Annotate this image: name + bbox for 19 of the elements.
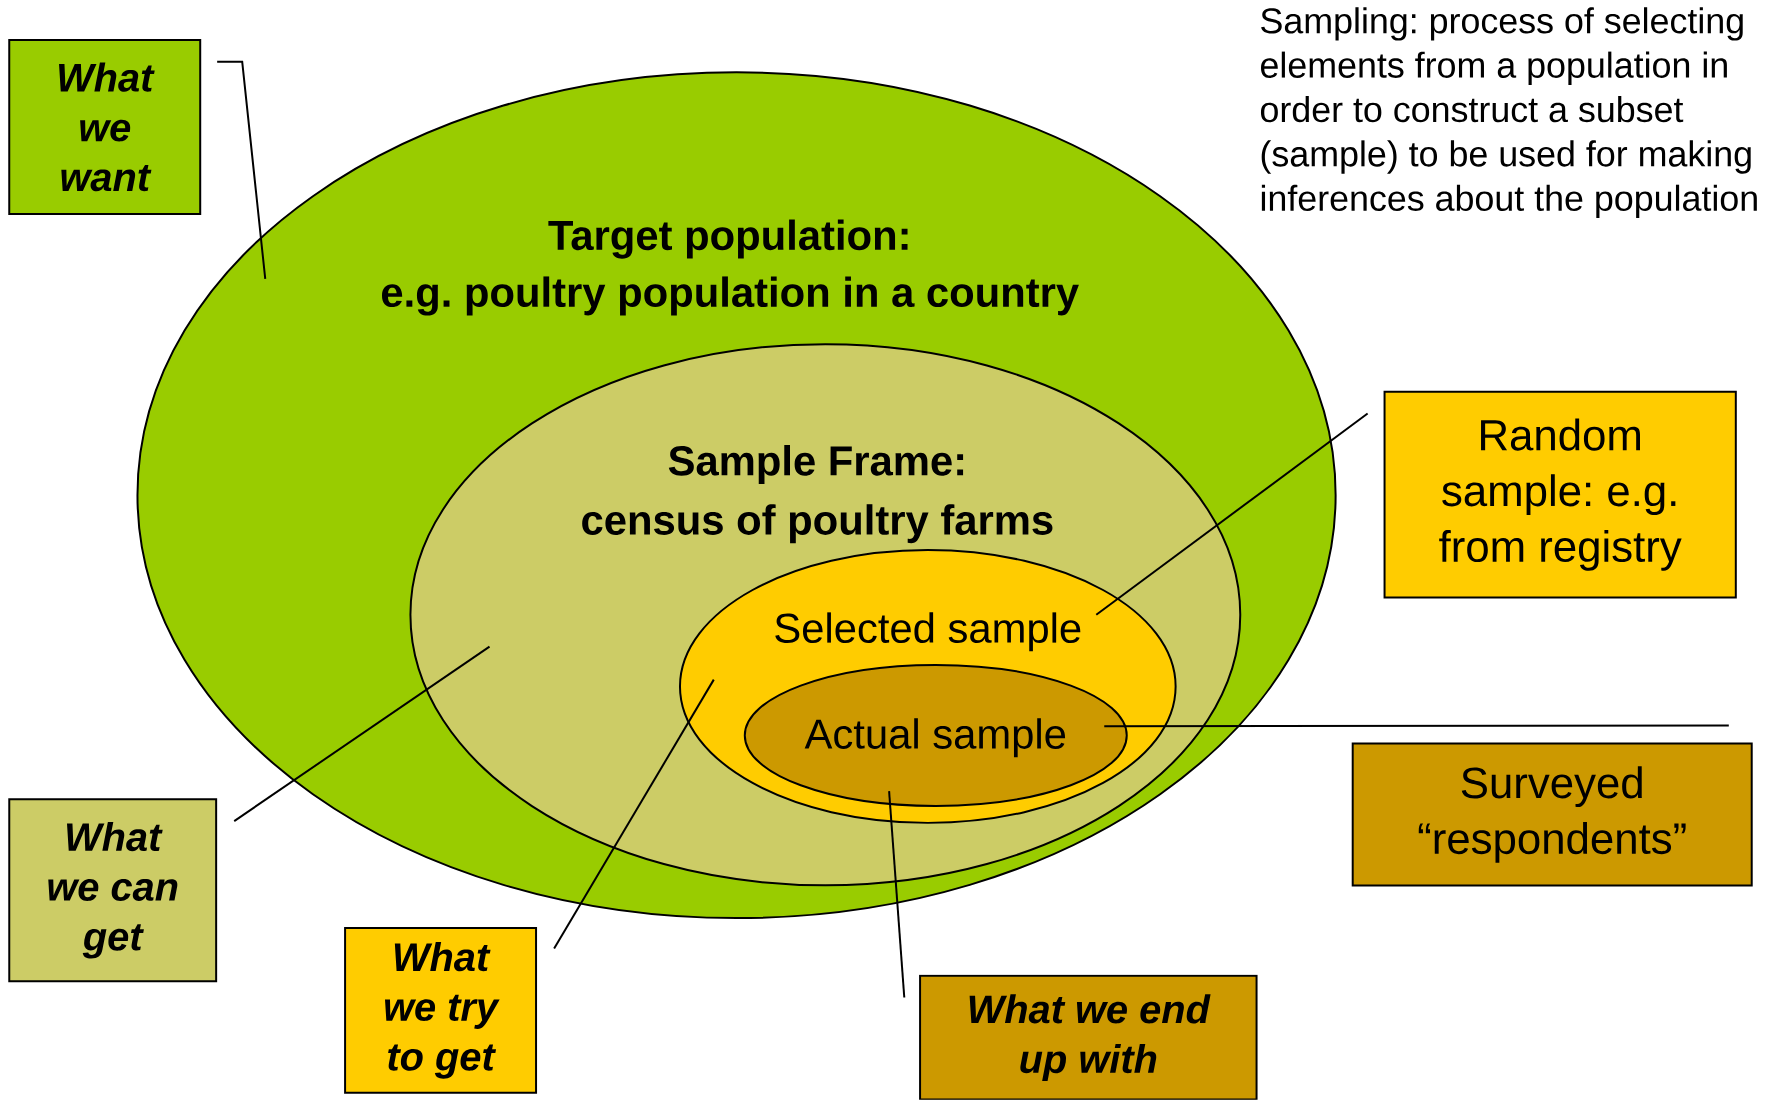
region-label: Sample Frame: [668, 445, 964, 485]
leader-line [1095, 412, 1369, 616]
leader-line [216, 60, 267, 281]
label-box: Surveyed “respondents” [1351, 742, 1753, 887]
region-label: Target population: [548, 219, 908, 259]
label-box: What we end up with [919, 974, 1258, 1100]
leader-line [888, 790, 906, 999]
region-label: census of poultry farms [582, 504, 1053, 544]
note-text: Sampling: process of selecting elements from a population in order to construct a subset (sample) to be used for making inferences about the population [1260, 7, 1757, 219]
region-label: Actual sample [804, 718, 1066, 758]
label-box: What we can get [8, 798, 218, 983]
region-label: e.g. poultry population in a country [382, 276, 1079, 316]
label-box: Random sample: e.g. from registry [1383, 390, 1737, 599]
region-label: Selected sample [775, 612, 1081, 652]
leader-line [1103, 724, 1730, 728]
leader-line [233, 645, 491, 823]
label-box: What we try to get [344, 927, 538, 1094]
leader-line [553, 678, 715, 950]
label-box: What we want [8, 39, 202, 216]
